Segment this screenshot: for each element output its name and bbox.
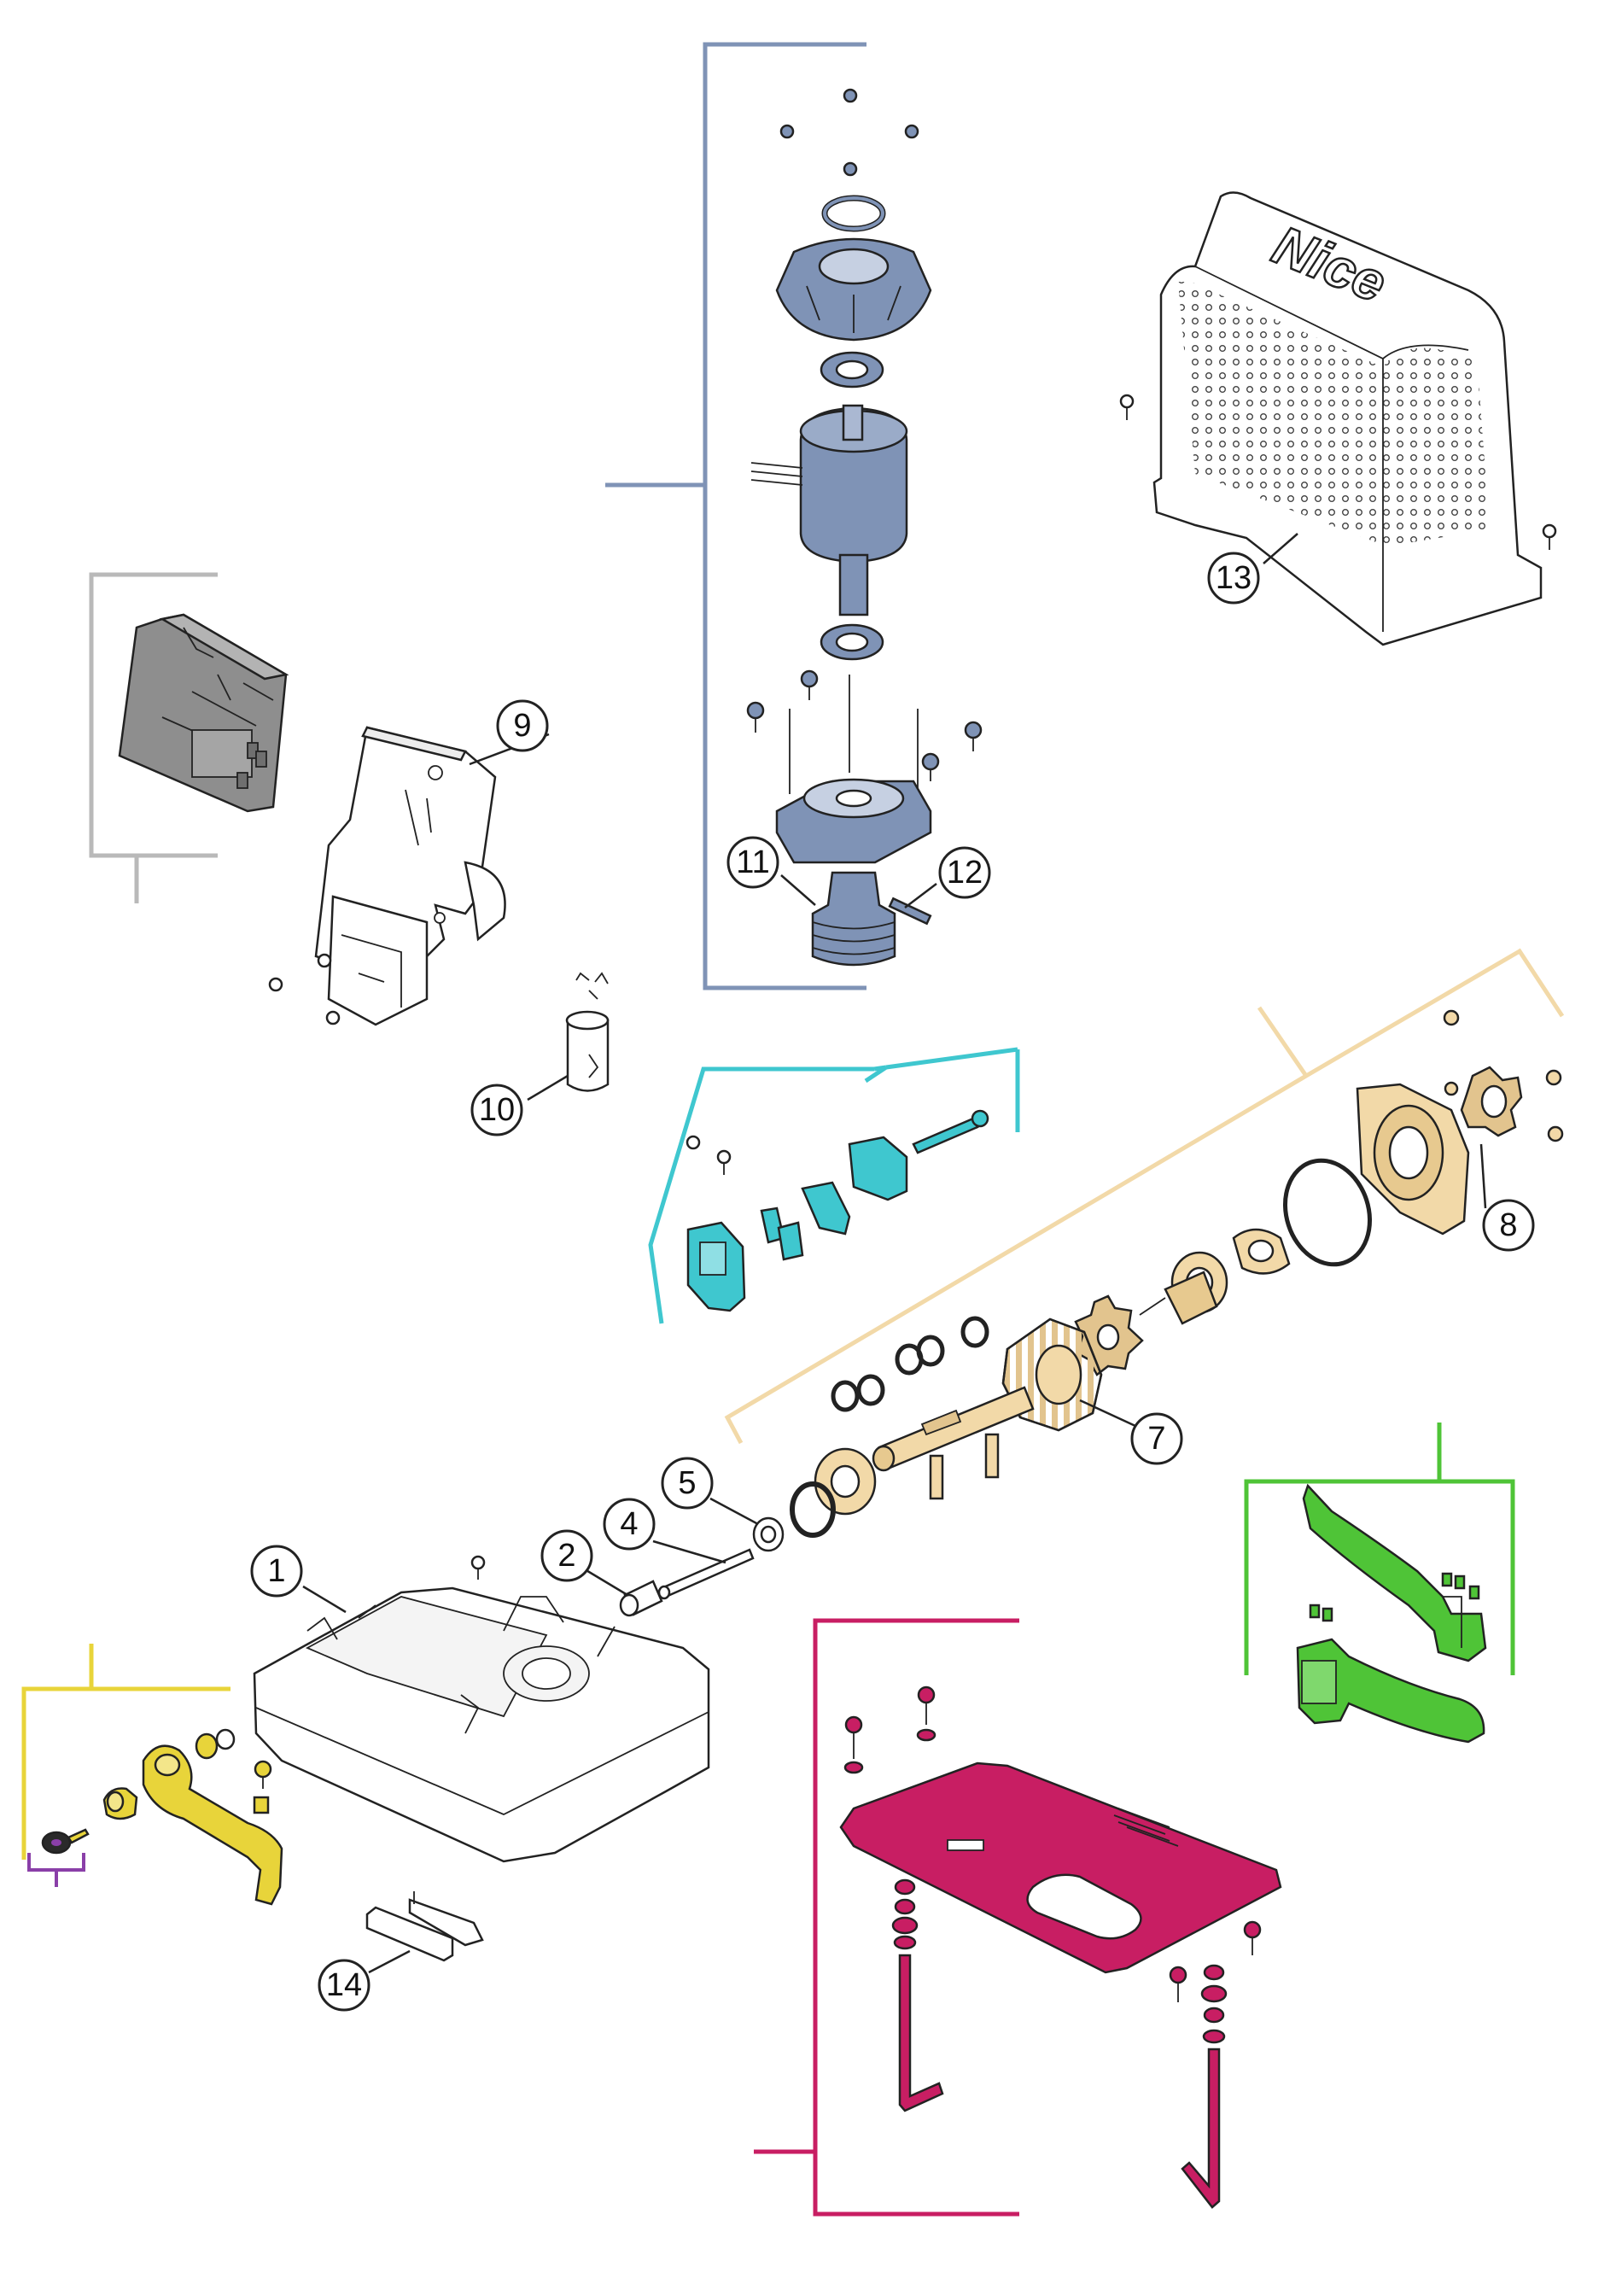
plate-cutout [1026, 1873, 1142, 1940]
handle-pins [1309, 1572, 1480, 1622]
motor-top-cover [775, 237, 932, 342]
callout-9: 9 [496, 699, 549, 752]
cover-part-13: Nice [1119, 191, 1557, 646]
limit-switch-assembly [686, 1109, 989, 1312]
callout-13: 13 [1207, 552, 1260, 605]
release-lever [142, 1744, 283, 1906]
key-group-bracket [27, 1853, 85, 1887]
cover-screws [1119, 394, 1557, 550]
svg-text:9: 9 [513, 708, 531, 744]
svg-text:7: 7 [1147, 1421, 1165, 1457]
switch-board [848, 1136, 908, 1201]
svg-text:12: 12 [947, 855, 983, 891]
svg-text:14: 14 [326, 1967, 362, 2003]
mounting-plate-assembly [839, 1685, 1282, 2209]
callout-12: 12 [938, 846, 991, 899]
worm-gear-part-11 [811, 871, 896, 967]
plate-bolts [843, 1685, 1262, 2044]
callout-7: 7 [1130, 1412, 1183, 1465]
svg-text:8: 8 [1499, 1207, 1517, 1243]
anchor-bolt-left [898, 1954, 944, 2112]
svg-text:5: 5 [678, 1465, 696, 1501]
svg-text:2: 2 [557, 1538, 575, 1574]
front-ring [790, 1481, 836, 1538]
spacer-part-2 [619, 1580, 663, 1617]
svg-text:4: 4 [620, 1506, 638, 1542]
limit-rod [912, 1117, 979, 1154]
shaft-key-b [984, 1433, 1000, 1479]
motor-assembly [746, 88, 983, 967]
release-group-bracket [21, 1644, 230, 1860]
handle-assembly [1296, 1483, 1487, 1744]
callout-11: 11 [726, 836, 779, 889]
motor-top-screws [779, 88, 919, 177]
base-plate [839, 1761, 1282, 1974]
callout-5: 5 [661, 1457, 714, 1510]
gear-group-bracket [724, 948, 1565, 1445]
microswitch-b [777, 1221, 804, 1261]
control-bracket-part-9 [268, 726, 506, 1026]
gear-screws [1443, 1009, 1564, 1142]
output-shaft [878, 1386, 1035, 1470]
washer-part-5 [752, 1516, 785, 1552]
callout-2: 2 [540, 1529, 593, 1582]
svg-text:13: 13 [1216, 560, 1252, 596]
sleeve [1164, 1271, 1218, 1325]
capacitor-part-10 [565, 972, 610, 1092]
control-unit [118, 613, 289, 813]
bracket-screws [268, 953, 341, 1025]
anchor-bolt-right [1181, 2048, 1221, 2209]
callout-10: 10 [470, 1084, 523, 1136]
callout-8: 8 [1482, 1199, 1535, 1252]
svg-text:1: 1 [267, 1553, 285, 1589]
key-blade [67, 1828, 90, 1844]
flange-screws [746, 669, 983, 781]
base-housing-part-1 [253, 1555, 710, 1863]
gear-assembly [790, 1009, 1564, 1538]
leader-lines [302, 533, 1487, 1974]
key-assembly [41, 1828, 90, 1855]
plate-vents [1113, 1808, 1179, 1847]
motor-shaft [838, 553, 869, 616]
control-unit-bracket [89, 572, 218, 903]
svg-text:11: 11 [736, 844, 769, 880]
lower-handle [1296, 1638, 1485, 1744]
limit-switch-bracket [648, 1047, 1020, 1324]
release-lever-assembly [102, 1728, 283, 1906]
o-ring [1282, 1158, 1373, 1267]
pin-part-12 [888, 897, 932, 926]
callout-4: 4 [603, 1498, 656, 1551]
callout-14: 14 [318, 1959, 370, 2012]
upper-handle [1302, 1483, 1487, 1662]
lever-screws [195, 1728, 272, 1814]
pin-part-4 [657, 1548, 755, 1600]
callout-1: 1 [250, 1545, 303, 1598]
svg-text:10: 10 [479, 1092, 515, 1128]
switch-plate [801, 1181, 851, 1236]
limit-screws [686, 1135, 732, 1175]
circlips [831, 1316, 989, 1412]
shaft-key-a [929, 1454, 944, 1500]
motor-group-bracket [605, 42, 866, 990]
plate-group-bracket [754, 1618, 1019, 2217]
strip-part-14 [365, 1891, 484, 1962]
handle-group-bracket [1244, 1423, 1515, 1675]
